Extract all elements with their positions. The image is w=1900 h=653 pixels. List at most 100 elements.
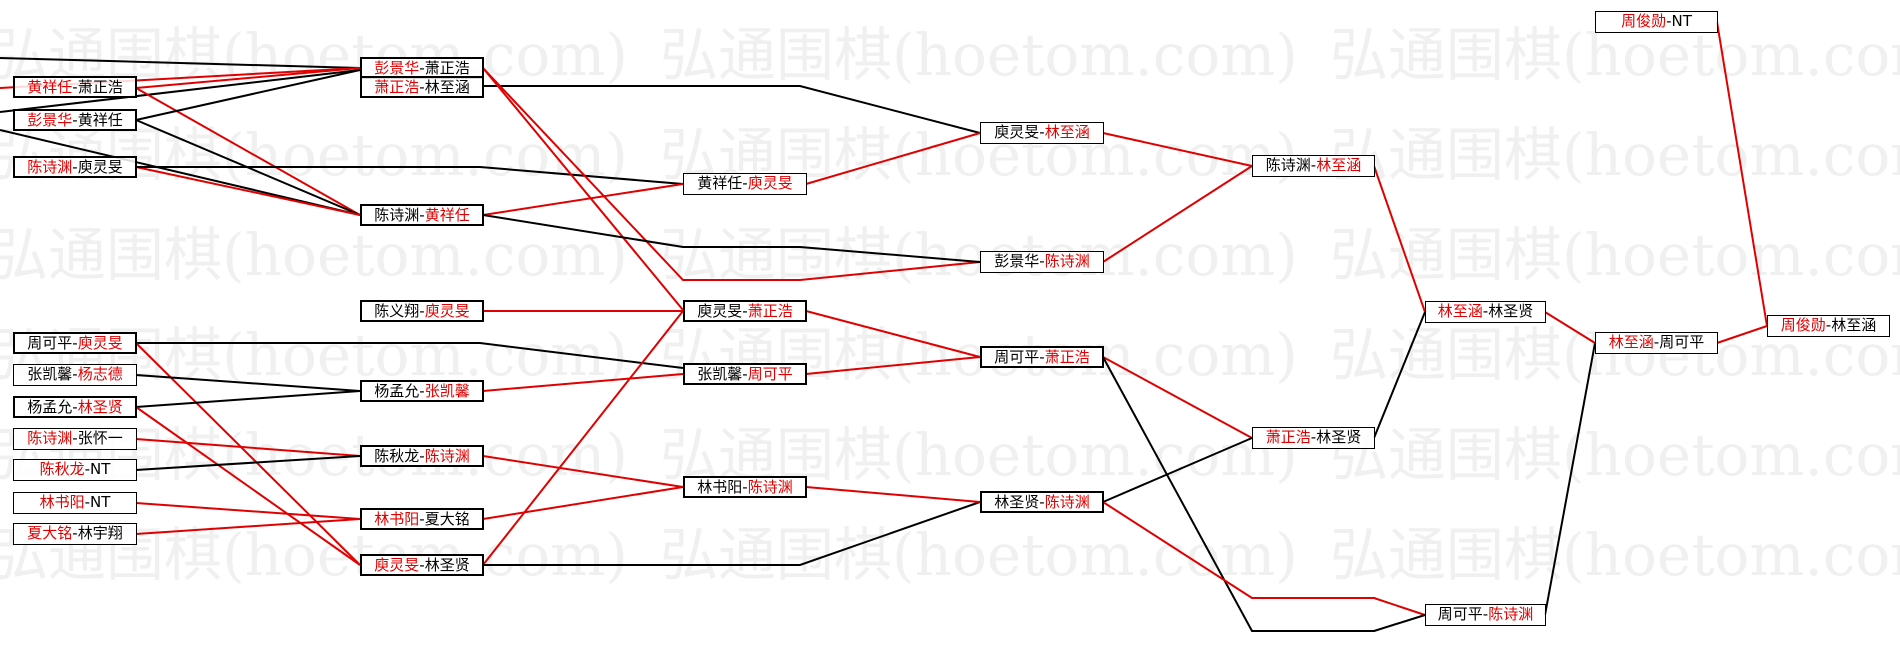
connector-line [1716, 21, 1768, 327]
match-box[interactable]: 陈秋龙-NT [13, 459, 137, 481]
player-name: 陈诗渊 [1265, 156, 1311, 174]
connector-line [1102, 356, 1375, 632]
connector-line [1716, 325, 1768, 344]
separator: - [419, 206, 425, 224]
match-box[interactable]: 庾灵旻-萧正浩 [683, 300, 807, 322]
watermark-text: 弘通围棋(hoetom.com) [660, 521, 1298, 589]
match-box[interactable]: 陈诗渊-林至涵 [1252, 155, 1375, 177]
player-name: 周可平 [1437, 605, 1483, 623]
match-box[interactable]: 陈义翔-庾灵旻 [360, 300, 484, 322]
match-box[interactable]: 夏大铭-林宇翔 [13, 523, 137, 545]
player-name: 庾灵旻 [424, 302, 470, 320]
match-box[interactable]: 陈诗渊-庾灵旻 [13, 156, 137, 178]
connector-line [805, 132, 981, 185]
connector-line [482, 67, 981, 281]
player-name: 黄祥任 [27, 78, 73, 96]
player-name: 陈秋龙 [374, 447, 420, 465]
match-box[interactable]: 林书阳-NT [13, 492, 137, 514]
separator: - [72, 524, 78, 542]
connector-line [482, 310, 684, 566]
separator: - [72, 429, 78, 447]
separator: - [419, 302, 425, 320]
separator: - [1310, 156, 1317, 174]
connector-line [135, 406, 361, 566]
connector-line [805, 486, 981, 503]
player-name: 萧正浩 [374, 78, 420, 96]
player-name: 陈诗渊 [1044, 252, 1090, 270]
match-box[interactable]: 周可平-庾灵旻 [13, 332, 137, 354]
watermark-text: 弘通围棋(hoetom.com) [1330, 421, 1900, 489]
match-box[interactable]: 张凯馨-杨志德 [13, 364, 137, 386]
player-name: 林至涵 [1316, 156, 1362, 174]
connector-line [1373, 311, 1426, 439]
player-name: 庾灵旻 [747, 174, 793, 192]
player-name: 萧正浩 [1265, 428, 1311, 446]
player-name: 夏大铭 [27, 524, 73, 542]
player-name: 陈秋龙 [39, 460, 85, 478]
match-box[interactable]: 黄祥任-萧正浩 [13, 76, 137, 98]
match-box[interactable]: 林至涵-周可平 [1595, 332, 1718, 354]
connector-line [482, 183, 684, 216]
connector-line [1544, 342, 1596, 616]
match-box[interactable]: 周可平-萧正浩 [980, 346, 1104, 368]
connector-line [1102, 501, 1375, 599]
player-name: NT [1671, 12, 1692, 30]
separator: - [72, 398, 78, 416]
connector-line [482, 486, 684, 520]
connector-line [1102, 132, 1253, 167]
connector-line [805, 310, 981, 358]
connector-line [483, 85, 981, 134]
match-box[interactable]: 周可平-陈诗渊 [1425, 604, 1546, 626]
match-box[interactable]: 张凯馨-周可平 [683, 363, 807, 385]
match-box[interactable]: 黄祥任-庾灵旻 [683, 173, 807, 195]
separator: - [419, 382, 425, 400]
match-box[interactable]: 彭景华-黄祥任 [13, 109, 137, 131]
match-box[interactable]: 周俊勋-NT [1595, 11, 1718, 33]
match-box[interactable]: 陈诗渊-黄祥任 [360, 204, 484, 226]
connector-line [136, 166, 684, 185]
match-box[interactable]: 庾灵旻-林圣贤 [360, 554, 484, 576]
match-box[interactable]: 杨孟允-张凯馨 [360, 380, 484, 402]
connector-line [135, 67, 361, 89]
match-box[interactable]: 庾灵旻-林至涵 [980, 122, 1104, 144]
match-box[interactable]: 萧正浩-林圣贤 [1252, 427, 1375, 449]
player-name: 周可平 [27, 334, 73, 352]
connector-line [1373, 614, 1426, 632]
player-name: 杨孟允 [27, 398, 73, 416]
connector-line [1102, 356, 1253, 439]
separator: - [72, 365, 78, 383]
match-box[interactable]: 彭景华-陈诗渊 [980, 251, 1104, 273]
player-name: 林圣贤 [77, 398, 123, 416]
connector-line [1102, 437, 1253, 503]
player-name: 张凯馨 [424, 382, 470, 400]
player-name: 陈诗渊 [27, 158, 73, 176]
player-name: 周俊勋 [1780, 316, 1826, 334]
connector-line [805, 356, 981, 375]
connector-line [1544, 311, 1596, 344]
match-box[interactable]: 杨孟允-林圣贤 [13, 396, 137, 418]
connector-line [135, 502, 361, 520]
match-box[interactable]: 林至涵-林圣贤 [1425, 301, 1546, 323]
match-box[interactable]: 陈诗渊-张怀一 [13, 428, 137, 450]
player-name: 林至涵 [1608, 333, 1654, 351]
final-match-box[interactable]: 周俊勋-林至涵 [1767, 315, 1890, 337]
match-box[interactable]: 陈秋龙-陈诗渊 [360, 445, 484, 467]
player-name: 庾灵旻 [77, 158, 123, 176]
player-name: 彭景华 [27, 111, 73, 129]
connector-line [135, 518, 361, 535]
separator: - [742, 302, 748, 320]
player-name: 萧正浩 [77, 78, 123, 96]
match-box[interactable]: 林圣贤-陈诗渊 [980, 491, 1104, 513]
separator: - [72, 111, 78, 129]
player-name: 林至涵 [1831, 316, 1877, 334]
connector-line [483, 501, 981, 566]
watermark-text: 弘通围棋(hoetom.com) [1330, 221, 1900, 289]
match-box[interactable]: 林书阳-陈诗渊 [683, 476, 807, 498]
match-box[interactable]: 萧正浩-林至涵 [360, 76, 484, 98]
connector-line [135, 438, 361, 457]
connector-line [135, 166, 361, 216]
separator: - [419, 556, 425, 574]
player-name: 林圣贤 [424, 556, 470, 574]
match-box[interactable]: 林书阳-夏大铭 [360, 508, 484, 530]
